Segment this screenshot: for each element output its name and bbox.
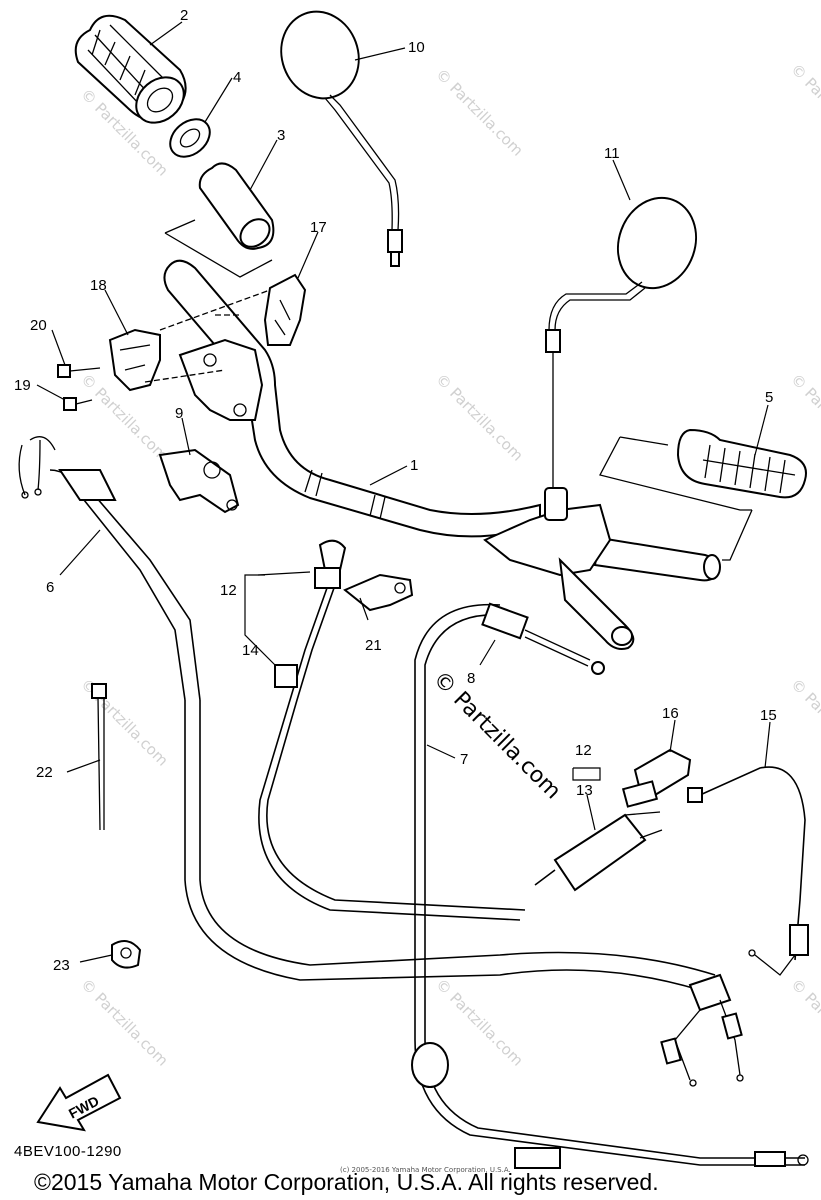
part-9-clutch-lever-holder bbox=[158, 448, 240, 514]
copyright-notice: ©2015 Yamaha Motor Corporation, U.S.A. A… bbox=[34, 1169, 659, 1195]
callout-18: 18 bbox=[90, 277, 107, 294]
part-20-screw bbox=[57, 364, 101, 378]
callout-4: 4 bbox=[233, 69, 241, 86]
fwd-arrow-icon: FWD bbox=[36, 1073, 122, 1132]
watermark: © Partzilla.com bbox=[77, 975, 172, 1070]
part-4-washer bbox=[169, 118, 211, 158]
watermark: © Partzilla.com bbox=[787, 675, 821, 770]
watermark: © Partzilla.com bbox=[787, 975, 821, 1070]
callout-21: 21 bbox=[365, 637, 382, 654]
callout-labels: 2 4 3 10 11 5 17 18 20 19 9 1 6 12 14 21… bbox=[14, 7, 777, 974]
part-19-screw bbox=[63, 397, 93, 411]
callout-6: 6 bbox=[46, 579, 54, 596]
callout-13: 13 bbox=[576, 782, 593, 799]
watermark: © Partzilla.com bbox=[787, 370, 821, 465]
callout-17: 17 bbox=[310, 219, 327, 236]
part-17-throttle-housing-upper bbox=[263, 273, 307, 346]
part-12-choke-cable-upper bbox=[258, 539, 526, 921]
part-10-left-mirror bbox=[280, 10, 403, 267]
part-2-left-grip bbox=[74, 14, 187, 124]
watermark: © Partzilla.com bbox=[432, 65, 527, 160]
callout-9: 9 bbox=[175, 405, 183, 422]
left-switch-bracket bbox=[178, 338, 264, 421]
callout-12-lower: 12 bbox=[575, 742, 592, 759]
callout-10: 10 bbox=[408, 39, 425, 56]
callout-12-upper: 12 bbox=[220, 582, 237, 599]
part-8-cable-adjuster bbox=[481, 602, 605, 675]
callout-15: 15 bbox=[760, 707, 777, 724]
part-18-throttle-housing-lower bbox=[108, 328, 161, 392]
callout-14: 14 bbox=[242, 642, 259, 659]
part-7-clutch-cable bbox=[411, 603, 809, 1169]
callout-19: 19 bbox=[14, 377, 31, 394]
part-21-cable-guide bbox=[343, 573, 414, 612]
part-15-choke-cable bbox=[687, 766, 809, 976]
callout-16: 16 bbox=[662, 705, 679, 722]
part-6-throttle-cables bbox=[18, 436, 744, 1087]
callout-23: 23 bbox=[53, 957, 70, 974]
watermark: © Partzilla.com bbox=[432, 370, 527, 465]
alignment-lines bbox=[144, 219, 273, 383]
watermark: © Partzilla.com bbox=[787, 60, 821, 155]
callout-8: 8 bbox=[467, 670, 475, 687]
part-23-clamp bbox=[111, 940, 142, 969]
drawing-code: 4BEV100-1290 bbox=[14, 1143, 122, 1160]
part-5-right-grip bbox=[599, 428, 807, 561]
right-lever-assembly bbox=[483, 487, 635, 650]
small-copyright: (c) 2005-2016 Yamaha Motor Corporation, … bbox=[340, 1166, 511, 1174]
callout-5: 5 bbox=[765, 389, 773, 406]
callout-20: 20 bbox=[30, 317, 47, 334]
callout-7: 7 bbox=[460, 751, 468, 768]
callout-3: 3 bbox=[277, 127, 285, 144]
part-3-throttle-sleeve bbox=[198, 162, 275, 250]
part-11-right-mirror bbox=[545, 196, 698, 490]
callout-22: 22 bbox=[36, 764, 53, 781]
callout-1: 1 bbox=[410, 457, 418, 474]
part-13-choke-body bbox=[534, 811, 663, 892]
part-22-cable-tie bbox=[91, 683, 107, 831]
leader-lines bbox=[36, 21, 771, 963]
watermark-main: © Partzilla.com bbox=[428, 667, 566, 805]
part-16-holder bbox=[621, 748, 692, 808]
callout-11: 11 bbox=[604, 145, 620, 162]
callout-2: 2 bbox=[180, 7, 188, 24]
